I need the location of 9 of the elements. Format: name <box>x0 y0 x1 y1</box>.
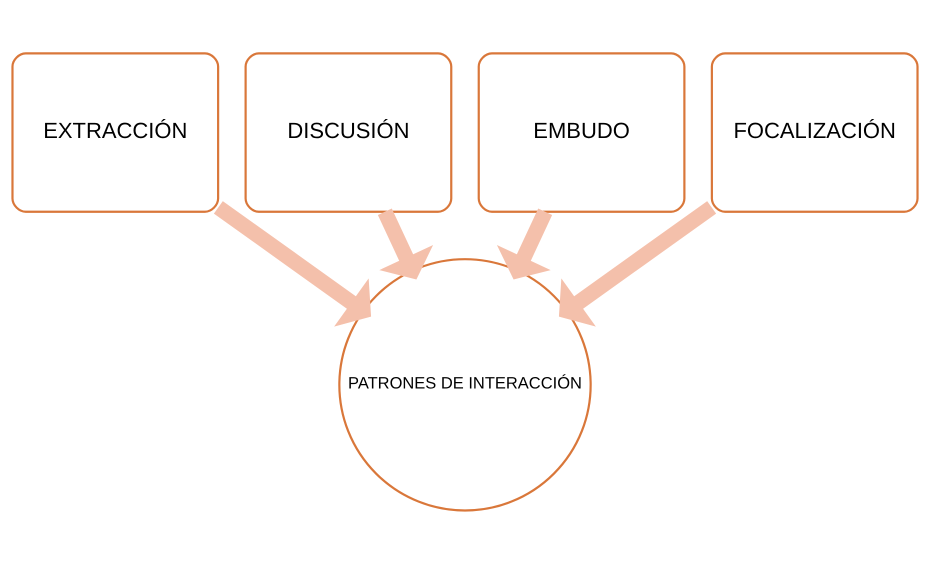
node-circle: PATRONES DE INTERACCIÓN <box>338 258 592 512</box>
node-box: DISCUSIÓN <box>244 52 452 213</box>
node-box: FOCALIZACIÓN <box>710 52 919 213</box>
arrow <box>378 208 434 280</box>
arrow <box>496 208 552 280</box>
node-box: EMBUDO <box>478 52 686 213</box>
node-box: EXTRACCIÓN <box>11 52 220 213</box>
arrow <box>214 201 372 327</box>
arrow <box>558 201 716 327</box>
